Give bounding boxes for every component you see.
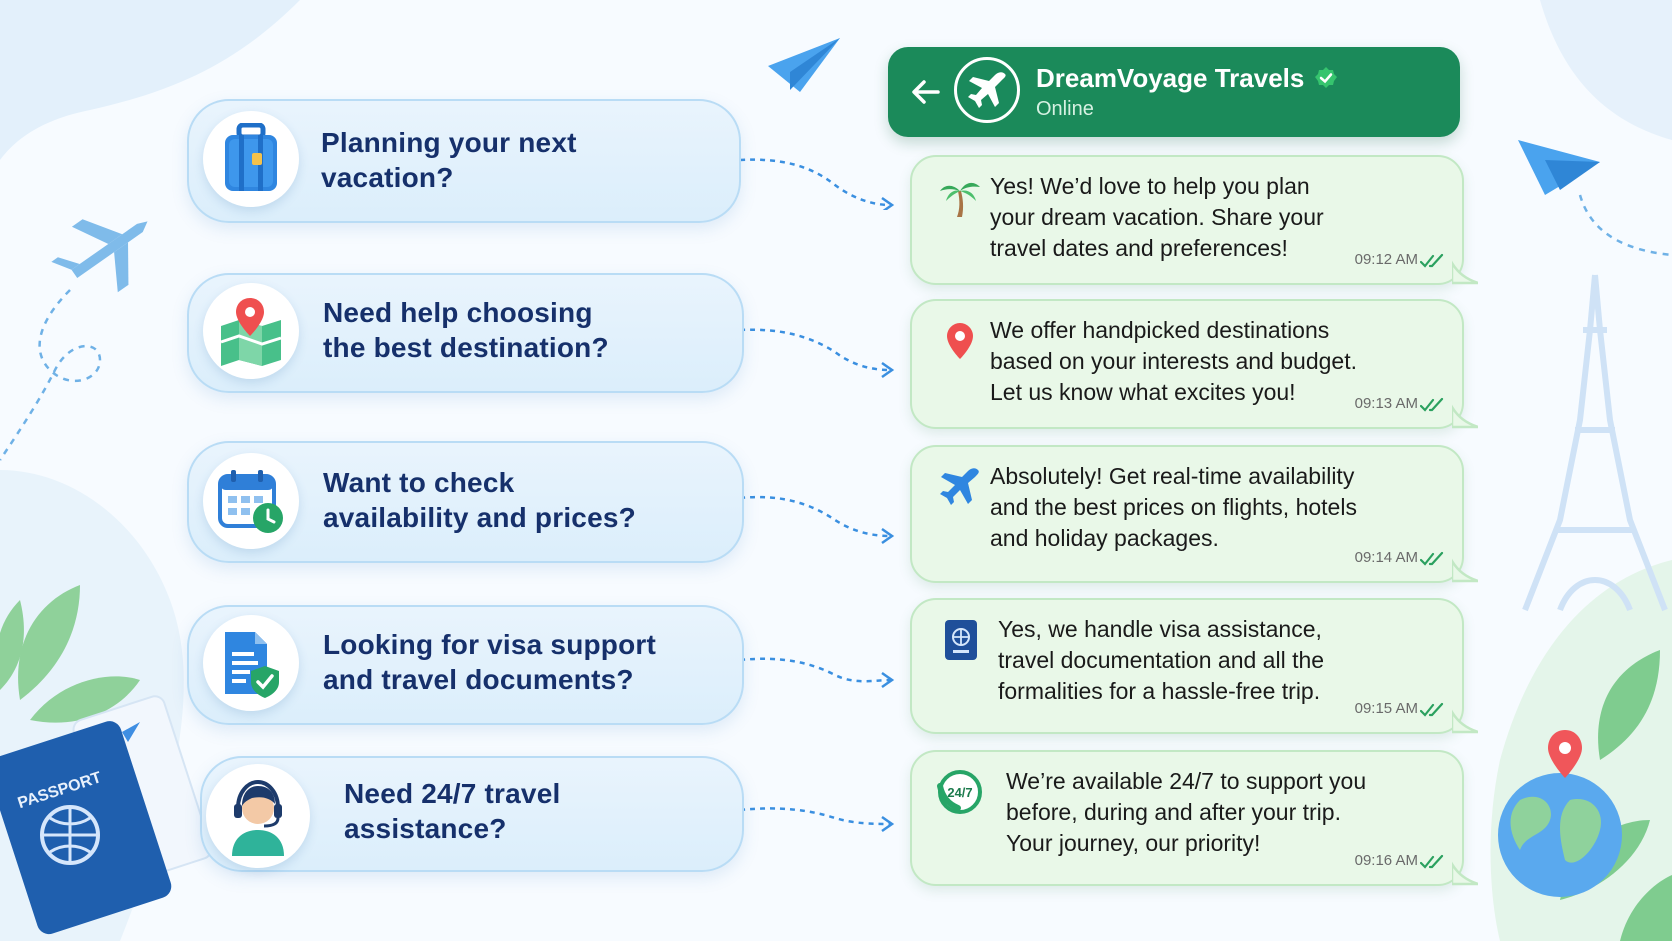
passport-icon <box>945 620 977 660</box>
palm-tree-icon <box>940 182 980 217</box>
chat-bubble: 24/7 We’re available 24/7 to support you… <box>910 750 1478 886</box>
document-shield-icon <box>203 615 299 711</box>
message-timestamp: 09:15 AM <box>1354 700 1418 717</box>
message-timestamp: 09:16 AM <box>1354 852 1418 869</box>
question-text-line: Need help choosing <box>323 297 593 328</box>
question-text-line: the best destination? <box>323 332 609 363</box>
connector-arrow <box>740 807 895 833</box>
brand-name: DreamVoyage Travels <box>1036 63 1305 93</box>
back-arrow-icon[interactable] <box>908 74 944 110</box>
question-text-line: Planning your next <box>321 127 577 158</box>
paper-plane-icon <box>1518 140 1600 195</box>
connector-arrow <box>740 657 895 689</box>
leaf-decor-icon <box>0 585 140 723</box>
bubble-text-line: and holiday packages. <box>990 525 1219 551</box>
question-text-line: assistance? <box>344 813 507 844</box>
passport-icon: PASSPORT <box>0 695 213 935</box>
eiffel-tower-icon <box>1522 274 1668 612</box>
bubble-text-line: Let us know what excites you! <box>990 379 1296 405</box>
calendar-clock-icon <box>203 453 299 549</box>
connector-arrow <box>740 495 895 545</box>
chat-header: DreamVoyage Travels Online <box>888 47 1460 137</box>
svg-text:24/7: 24/7 <box>947 785 972 800</box>
double-check-icon <box>1420 253 1444 268</box>
question-text-line: Want to check <box>323 467 515 498</box>
bubble-text-line: your dream vacation. Share your <box>990 204 1324 230</box>
support-agent-icon <box>206 764 310 868</box>
message-timestamp: 09:14 AM <box>1354 549 1418 566</box>
connector-arrow <box>740 158 895 210</box>
double-check-icon <box>1420 854 1444 869</box>
bubble-text-line: Yes! We’d love to help you plan <box>990 173 1310 199</box>
question-text-line: Need 24/7 travel <box>344 778 561 809</box>
bubble-text-line: travel dates and preferences! <box>990 235 1288 261</box>
double-check-icon <box>1420 702 1444 717</box>
bubble-tail <box>1452 260 1478 285</box>
connector-arrow <box>740 328 895 379</box>
double-check-icon <box>1420 551 1444 566</box>
suitcase-icon <box>203 111 299 207</box>
bubble-tail <box>1452 404 1478 429</box>
message-timestamp: 09:12 AM <box>1354 251 1418 268</box>
question-card-vacation[interactable]: Planning your next vacation? <box>187 99 741 223</box>
bubble-text-line: based on your interests and budget. <box>990 348 1357 374</box>
question-card-destination[interactable]: Need help choosing the best destination? <box>187 273 744 393</box>
bubble-tail <box>1452 709 1478 734</box>
bubble-text-line: travel documentation and all the <box>998 647 1325 673</box>
message-timestamp: 09:13 AM <box>1354 395 1418 412</box>
globe-icon <box>1498 730 1622 897</box>
verified-badge-icon <box>1315 67 1337 88</box>
bubble-tail <box>1452 861 1478 886</box>
bubble-text-line: Absolutely! Get real-time availability <box>990 463 1355 489</box>
bubble-text-line: and the best prices on flights, hotels <box>990 494 1357 520</box>
bubble-text-line: We offer handpicked destinations <box>990 317 1330 343</box>
airplane-decor-icon <box>51 219 148 293</box>
bubble-text-line: Yes, we handle visa assistance, <box>998 616 1322 642</box>
bubble-text-line: Your journey, our priority! <box>1006 830 1261 856</box>
question-text-line: and travel documents? <box>323 664 634 695</box>
question-text-line: Looking for visa support <box>323 629 657 660</box>
question-card-availability[interactable]: Want to check availability and prices? <box>187 441 744 563</box>
question-text-line: vacation? <box>321 162 454 193</box>
chat-bubble: Yes! We’d love to help you plan your dre… <box>910 155 1478 285</box>
bubble-text-line: before, during and after your trip. <box>1006 799 1341 825</box>
paper-plane-icon <box>768 38 840 92</box>
question-card-assistance[interactable]: Need 24/7 travel assistance? <box>200 756 744 872</box>
avatar[interactable] <box>954 57 1020 123</box>
airplane-avatar-icon <box>968 72 1006 108</box>
question-text-line: availability and prices? <box>323 502 636 533</box>
bubble-text-line: We’re available 24/7 to support you <box>1006 768 1367 794</box>
airplane-icon <box>940 468 979 505</box>
question-card-visa[interactable]: Looking for visa support and travel docu… <box>187 605 744 725</box>
location-pin-icon <box>947 323 973 359</box>
double-check-icon <box>1420 397 1444 412</box>
bubble-text-line: formalities for a hassle-free trip. <box>998 678 1321 704</box>
support-247-icon: 24/7 <box>937 770 982 814</box>
chat-bubble: Absolutely! Get real-time availability a… <box>910 445 1478 583</box>
chat-bubble: We offer handpicked destinations based o… <box>910 299 1478 429</box>
online-status: Online <box>1036 98 1094 120</box>
chat-bubble: Yes, we handle visa assistance, travel d… <box>910 598 1478 734</box>
bubble-tail <box>1452 558 1478 583</box>
map-pin-icon <box>203 283 299 379</box>
